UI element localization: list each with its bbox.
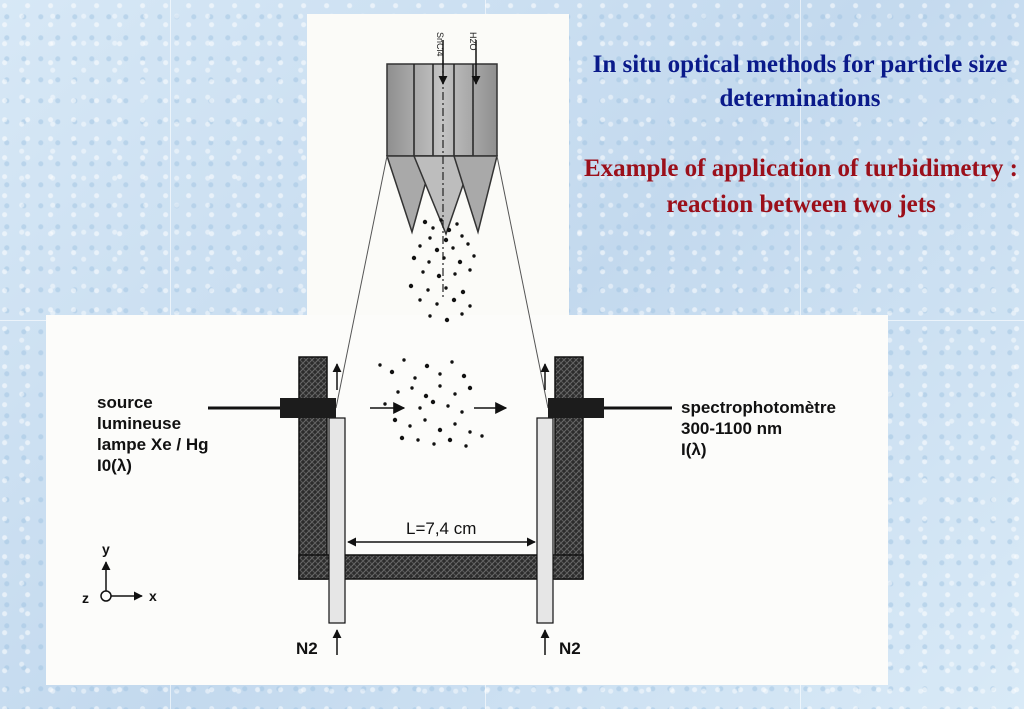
jet-label-sncl4: SnCl4 (435, 32, 445, 57)
particle-dot (466, 242, 470, 246)
particle-dot (435, 302, 439, 306)
particle-dot (461, 373, 467, 379)
particle-dot (457, 259, 463, 265)
particle-dot (392, 417, 398, 423)
particle-dot (423, 418, 427, 422)
particle-dot (444, 317, 450, 323)
particle-dot (434, 247, 440, 253)
particle-dot (460, 289, 466, 295)
particle-dot (468, 430, 472, 434)
particle-dot (472, 254, 476, 258)
particle-dot (399, 435, 405, 441)
particle-dot (424, 363, 430, 369)
particle-dot (438, 384, 442, 388)
particle-dot (383, 402, 387, 406)
particle-dot (451, 246, 455, 250)
detector-label: spectrophotomètre 300-1100 nm I(λ) (681, 397, 836, 460)
particle-dot (446, 227, 452, 233)
source-line-1: source (97, 393, 153, 412)
particle-dot (416, 438, 420, 442)
particle-dot (418, 406, 422, 410)
particle-dot (389, 369, 395, 375)
particle-dot (422, 219, 428, 225)
particle-dot (408, 424, 412, 428)
length-label: L=7,4 cm (406, 519, 477, 538)
particle-dot (378, 363, 382, 367)
particle-dot (432, 442, 436, 446)
particle-dot (450, 360, 454, 364)
particle-dot (460, 234, 464, 238)
gas-inlet-right: N2 (559, 639, 581, 658)
particle-dot (396, 390, 400, 394)
particle-dot (451, 297, 457, 303)
particle-dot (423, 393, 429, 399)
particle-dot (427, 260, 431, 264)
axis-label-z: z (82, 590, 89, 606)
detector-line-2: 300-1100 nm (681, 419, 783, 438)
particle-dot (453, 422, 457, 426)
source-line-4: I0(λ) (97, 456, 132, 475)
particle-dot (460, 312, 464, 316)
scanned-figure-bottom (46, 315, 888, 685)
jet-label-h2o: H2O (468, 32, 478, 51)
particle-dot (436, 273, 442, 279)
particle-dot (428, 236, 432, 240)
particle-dot (418, 244, 422, 248)
axis-label-y: y (102, 541, 110, 557)
particle-dot (443, 237, 449, 243)
particle-dot (464, 444, 468, 448)
source-line-3: lampe Xe / Hg (97, 435, 209, 454)
particle-dot (468, 268, 472, 272)
cone-line-right (496, 155, 549, 409)
particle-dot (468, 304, 472, 308)
gas-inlet-left: N2 (296, 639, 318, 658)
particle-dot (480, 434, 484, 438)
particle-dot (431, 226, 435, 230)
slide-title: In situ optical methods for particle siz… (592, 51, 1008, 112)
cone-line-left (335, 155, 388, 409)
nozzle-assembly (385, 40, 498, 300)
particle-dot (453, 392, 457, 396)
particle-dot (402, 358, 406, 362)
axis-label-x: x (149, 588, 157, 604)
axes-icon (100, 561, 143, 602)
particle-dot (426, 288, 430, 292)
particle-dot (444, 286, 448, 290)
detector-line-1: spectrophotomètre (681, 398, 836, 417)
particle-dot (467, 385, 473, 391)
particle-dot (442, 256, 446, 260)
particle-dot (408, 283, 414, 289)
particle-dot (460, 410, 464, 414)
slide-subtitle: Example of application of turbidimetry :… (583, 155, 1018, 218)
particle-dot (410, 386, 414, 390)
particle-dot (413, 376, 417, 380)
reactor-vessel (208, 356, 672, 624)
particle-dot (411, 255, 417, 261)
particle-dot (455, 222, 459, 226)
particle-dot (437, 427, 443, 433)
source-label: source lumineuse lampe Xe / Hg I0(λ) (97, 392, 208, 476)
particle-cloud (378, 218, 484, 448)
flow-arrows (332, 363, 550, 655)
particle-dot (447, 437, 453, 443)
particle-dot (421, 270, 425, 274)
particle-dot (418, 298, 422, 302)
source-line-2: lumineuse (97, 414, 182, 433)
particle-dot (430, 399, 436, 405)
particle-dot (446, 404, 450, 408)
detector-line-3: I(λ) (681, 440, 707, 459)
particle-dot (453, 272, 457, 276)
particle-dot (428, 314, 432, 318)
particle-dot (439, 218, 443, 222)
particle-dot (438, 372, 442, 376)
